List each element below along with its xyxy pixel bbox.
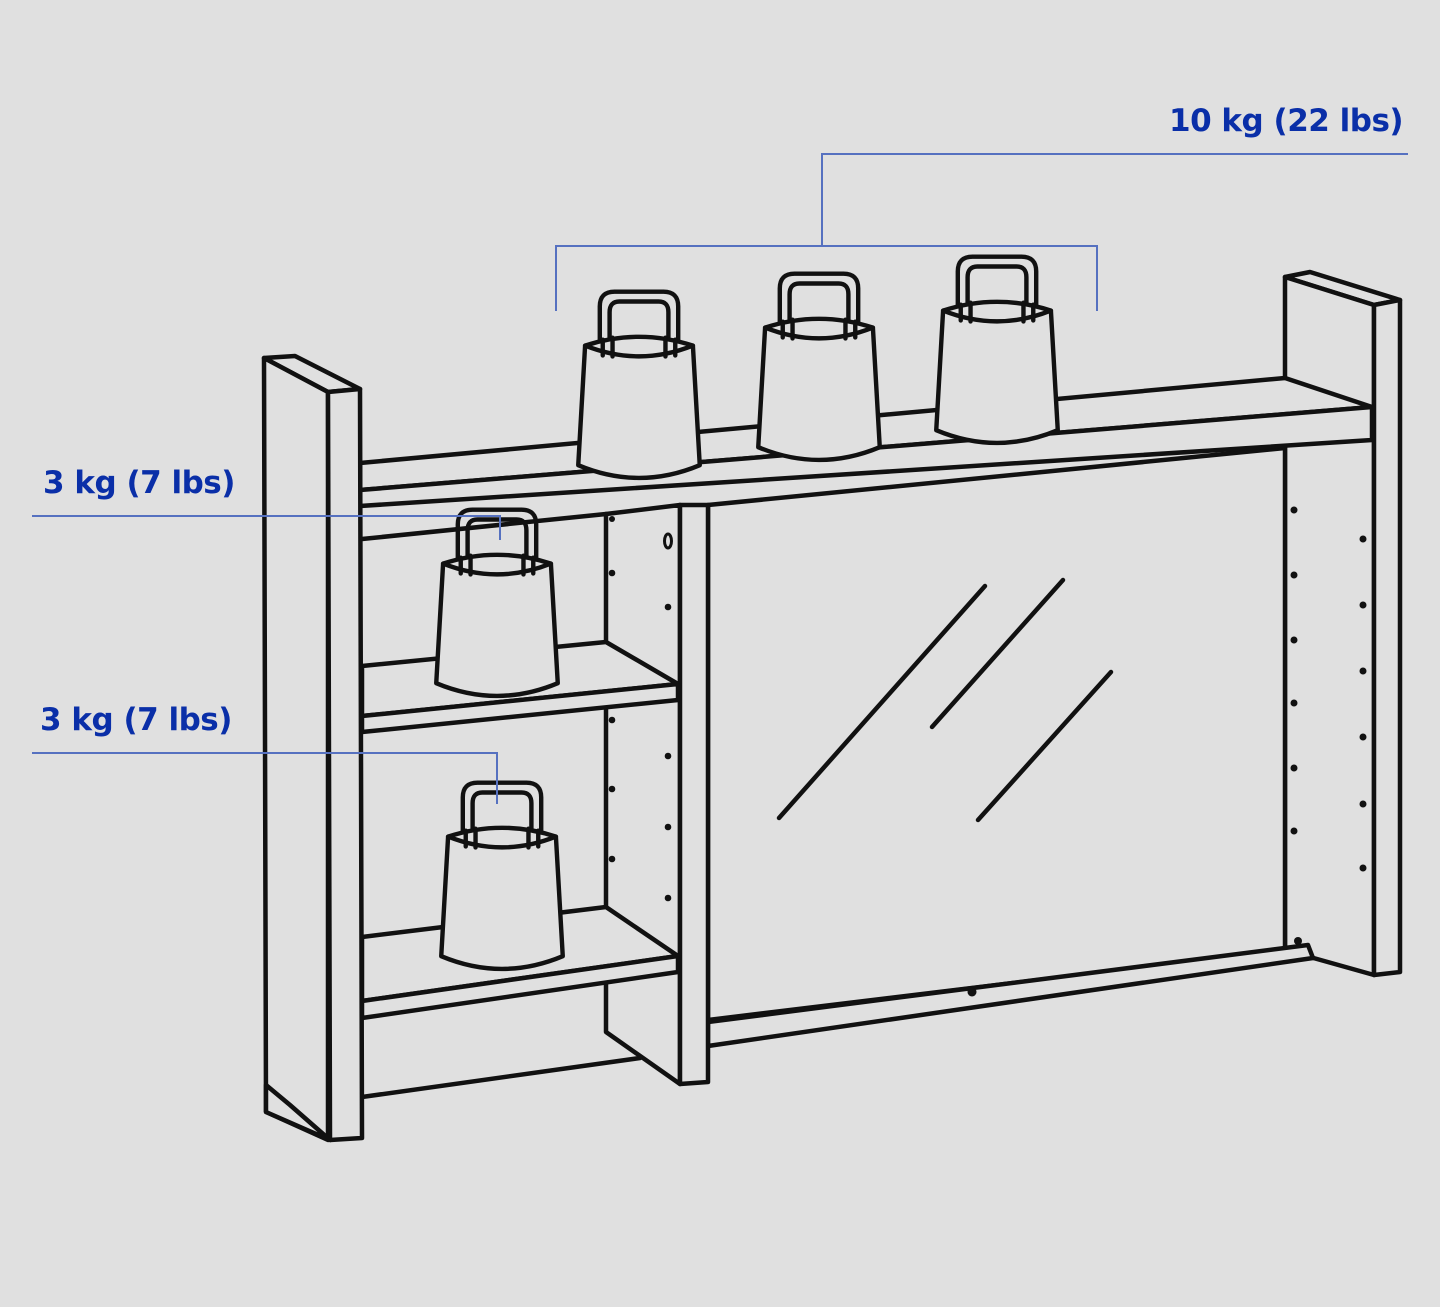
shelf-pin-holes-center <box>608 516 673 902</box>
callout-label-lower-left-shelf: 3 kg (7 lbs) <box>40 702 232 738</box>
callout-label-top-shelf: 10 kg (22 lbs) <box>1169 103 1404 139</box>
glass-panel <box>705 445 1316 1049</box>
left-side-panel <box>261 353 365 1143</box>
callout-line-upper-left <box>32 515 501 540</box>
right-side-panel <box>1282 269 1403 978</box>
callout-line-top <box>555 153 1408 311</box>
callout-line-lower-left <box>32 752 498 804</box>
weight-middle <box>436 510 558 696</box>
weight-bottom <box>441 783 563 969</box>
callout-label-upper-left-shelf: 3 kg (7 lbs) <box>43 465 235 501</box>
center-divider <box>603 502 711 1087</box>
weight-top-3 <box>936 257 1058 443</box>
weight-top-2 <box>758 274 880 460</box>
shelf-pin-holes-right <box>1290 506 1367 872</box>
weight-top-1 <box>578 292 700 478</box>
